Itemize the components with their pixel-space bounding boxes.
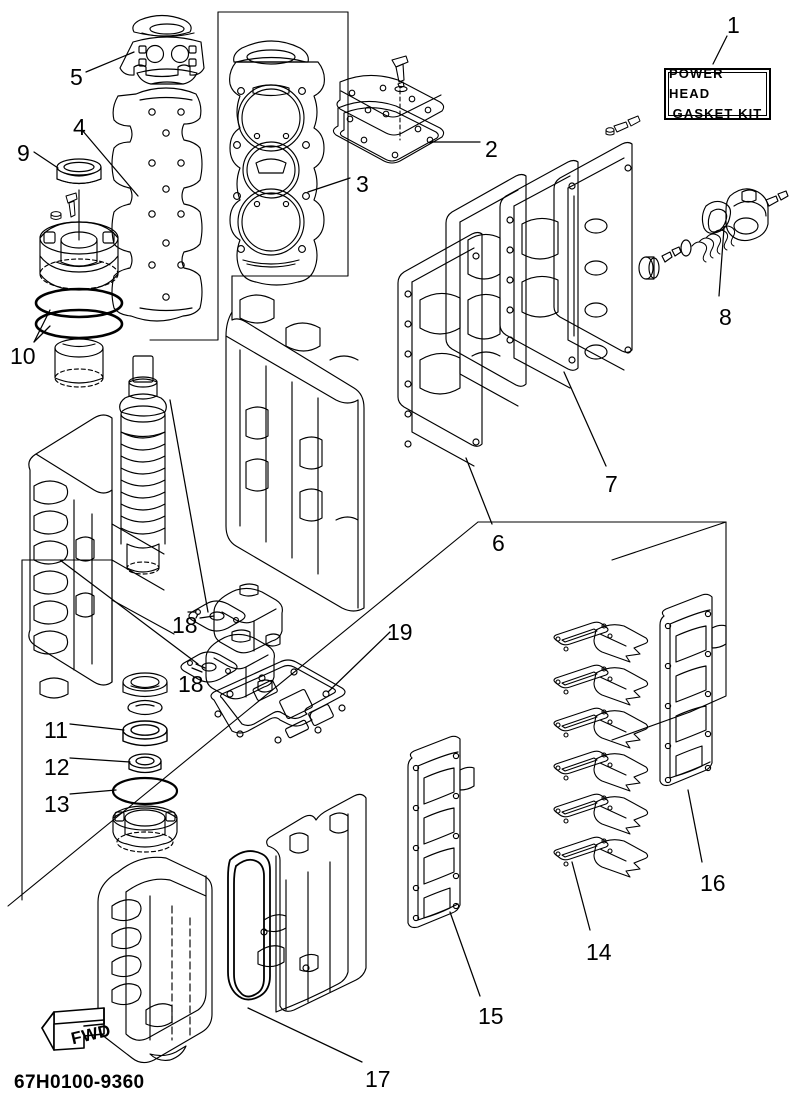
part-6-exhaust-gasket-outer xyxy=(397,231,483,467)
part-13-o-ring xyxy=(111,776,179,806)
callout-10-o-ring-set: 10 xyxy=(10,343,36,369)
callout-3-cylinder-head-gasket: 3 xyxy=(356,171,369,197)
part-10-o-rings xyxy=(34,287,124,340)
callout-4-cylinder-head-cover-gasket: 4 xyxy=(73,114,86,140)
callout-14-reed-valve-gasket-set: 14 xyxy=(586,939,612,965)
callout-18-fuel-pump-gasket-lower: 18 xyxy=(178,671,204,697)
crankcase-collar xyxy=(54,338,104,388)
callout-1-power-head-gasket-kit-label: 1 xyxy=(727,12,740,38)
exhaust-cover-outer-body xyxy=(553,141,633,371)
part-7-exhaust-gasket-inner xyxy=(499,159,579,389)
silencer-seal-ring xyxy=(227,850,271,1001)
bearing-upper xyxy=(122,672,168,698)
callout-18-fuel-pump-gasket-upper: 18 xyxy=(172,612,198,638)
part-15-intake-manifold-gasket xyxy=(407,735,475,929)
callout-6-exhaust-cover-gasket: 6 xyxy=(492,530,505,556)
diagram-part-number: 67H0100-9360 xyxy=(14,1072,145,1093)
callout-17-silencer-cover-seal: 17 xyxy=(365,1066,391,1092)
part-11-oil-seal xyxy=(122,720,168,747)
part-3-cylinder-head xyxy=(229,40,325,286)
callout-15-intake-manifold-gasket: 15 xyxy=(478,1003,504,1029)
thermostat-assembly xyxy=(638,188,789,280)
callout-11-oil-seal-lower: 11 xyxy=(44,717,68,743)
crankshaft-assembly xyxy=(119,355,167,575)
callout-13-o-ring-lower-casing: 13 xyxy=(44,791,70,817)
callout-2-cover-plate-gasket: 2 xyxy=(485,136,498,162)
bolt-upper-left xyxy=(50,192,78,220)
leader-lines-18 xyxy=(59,399,209,665)
part-9-oil-seal xyxy=(56,158,102,185)
kit-label-line2: GASKET KIT xyxy=(672,106,763,122)
leader-lines xyxy=(33,35,728,1063)
fuel-pump-body-upper xyxy=(213,583,283,654)
zone-frames xyxy=(7,11,727,907)
bearing-housing-lower xyxy=(112,805,178,853)
exhaust-cover-bolts xyxy=(605,115,641,136)
intake-manifold-body xyxy=(257,793,367,1013)
crankcase-lower-half xyxy=(28,414,175,699)
part-4-head-cover-gasket xyxy=(111,87,203,322)
fwd-arrow-icon xyxy=(41,1007,105,1051)
snap-ring xyxy=(127,699,163,716)
callout-19-adapter-exhaust-gasket: 19 xyxy=(387,619,413,645)
part-14-reed-gasket-set xyxy=(553,621,649,878)
callout-7-exhaust-inner-cover-gasket: 7 xyxy=(605,471,618,497)
part-19-adapter-gasket xyxy=(210,659,346,744)
kit-label-line1: POWER HEAD xyxy=(669,65,724,101)
power-head-gasket-kit-label-box: POWER HEAD GASKET KIT xyxy=(664,66,771,121)
part-5-thermostat-cover xyxy=(119,14,205,85)
callout-16-intake-silencer-gasket: 16 xyxy=(700,870,726,896)
callout-9-oil-seal: 9 xyxy=(17,140,30,166)
callout-12-oil-seal-small: 12 xyxy=(44,754,70,780)
cylinder-block-assembly xyxy=(225,275,365,612)
crankcase-end-housing xyxy=(39,189,119,291)
callout-5-thermostat-cover-gasket: 5 xyxy=(70,64,83,90)
part-16-intake-gasket xyxy=(659,593,727,787)
part-17-silencer-cover xyxy=(97,856,213,1064)
part-2-cover-plate-gasket xyxy=(332,55,445,164)
callout-8-thermostat-gasket: 8 xyxy=(719,304,732,330)
part-12-oil-seal-small xyxy=(128,753,162,774)
